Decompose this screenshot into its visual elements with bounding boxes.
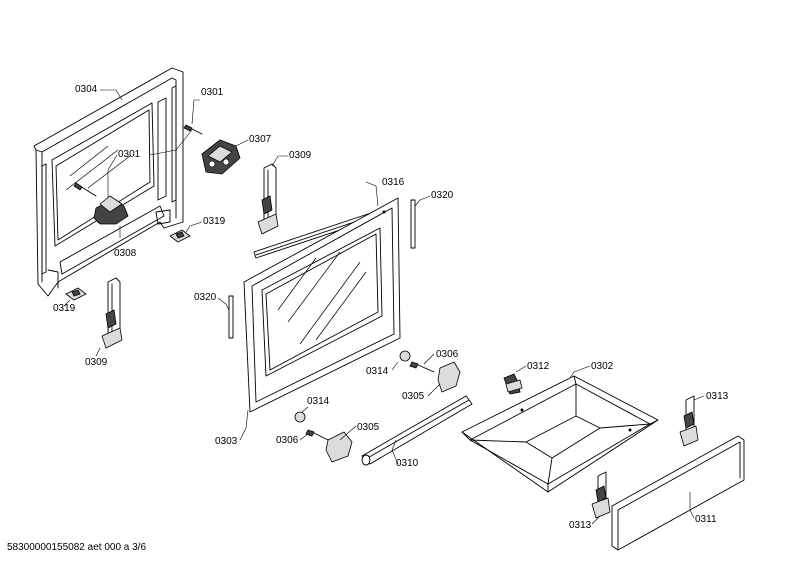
drawer-front-panel-part — [611, 435, 745, 551]
label-0301-top: 0301 — [201, 87, 224, 98]
label-0320-right: 0320 — [431, 190, 454, 201]
label-0306-lower: 0306 — [276, 435, 299, 446]
label-0301-door: 0301 — [118, 149, 141, 160]
drawing-reference-footer: 58300000155082 aet 000 a 3/6 — [7, 542, 147, 553]
door-hinge-upper-part — [257, 163, 279, 235]
label-0312: 0312 — [527, 361, 550, 372]
label-0314-lower: 0314 — [307, 396, 330, 407]
label-0320-left: 0320 — [194, 292, 217, 303]
clip-part-b — [65, 287, 87, 301]
label-0309-upper: 0309 — [289, 150, 312, 161]
side-seal-left-part — [228, 295, 234, 339]
label-0305-upper: 0305 — [402, 391, 425, 402]
knob-assembly-lower — [294, 411, 353, 463]
label-0308: 0308 — [114, 248, 137, 259]
inner-door-frame-part — [33, 67, 184, 297]
door-handle-part — [361, 395, 473, 466]
label-0319-upper: 0319 — [203, 216, 226, 227]
drawer-tray-part — [461, 375, 659, 493]
drawer-bracket-left-part — [591, 471, 611, 519]
label-0313-right: 0313 — [706, 391, 729, 402]
label-0310: 0310 — [396, 458, 419, 469]
door-hinge-lower-part — [101, 277, 123, 349]
leader-lines — [63, 89, 705, 525]
label-0309-lower: 0309 — [85, 357, 108, 368]
label-0302: 0302 — [591, 361, 614, 372]
label-0319-lower: 0319 — [53, 303, 76, 314]
clip-part-a — [169, 229, 191, 243]
label-0311: 0311 — [695, 514, 717, 525]
side-seal-right-part — [410, 199, 416, 249]
label-0305-lower: 0305 — [357, 422, 380, 433]
label-0314-upper: 0314 — [366, 366, 389, 377]
outer-door-glass-part — [243, 197, 401, 413]
hinge-block-part — [73, 182, 129, 225]
screw-part — [183, 124, 203, 135]
label-0303: 0303 — [215, 436, 238, 447]
drawer-bracket-right-part — [679, 395, 699, 447]
label-0306-upper: 0306 — [436, 349, 459, 360]
label-0316: 0316 — [382, 177, 405, 188]
label-0307: 0307 — [249, 134, 272, 145]
hinge-receiver-part — [201, 139, 241, 175]
label-0313-left: 0313 — [569, 520, 592, 531]
knob-assembly-upper — [399, 350, 461, 393]
small-bracket-part — [503, 373, 523, 395]
label-0304: 0304 — [75, 84, 98, 95]
